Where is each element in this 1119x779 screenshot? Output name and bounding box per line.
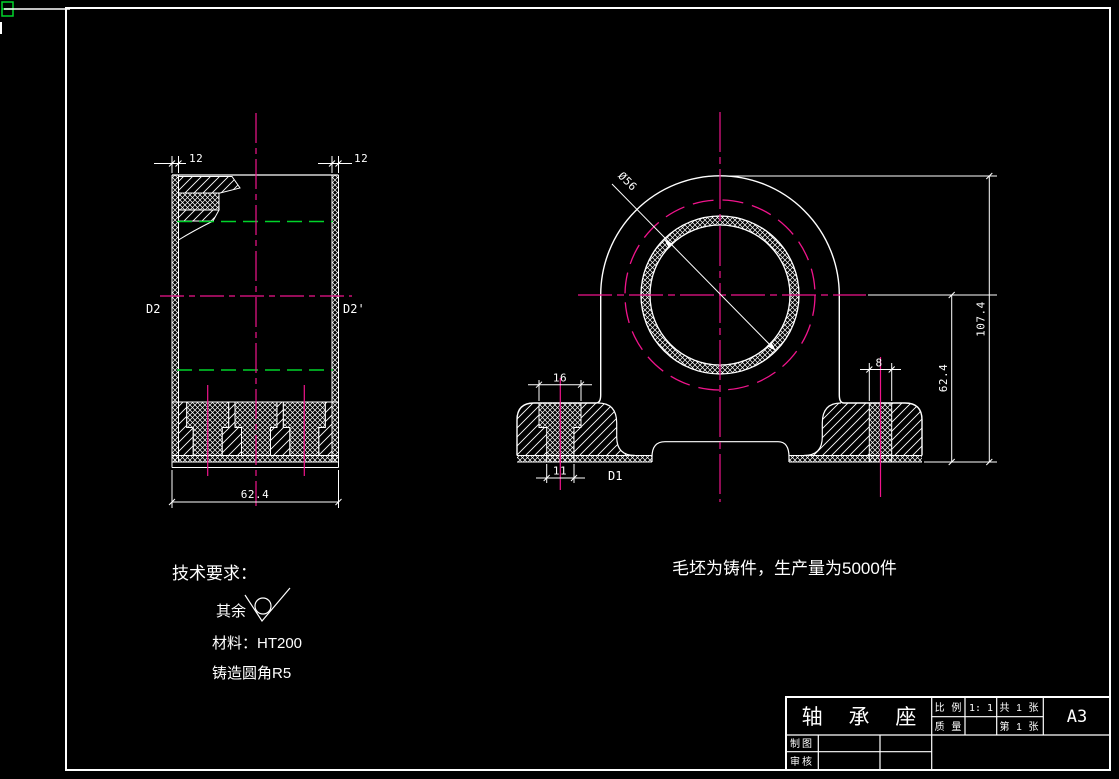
material-note: 材料：HT200: [212, 635, 302, 652]
scale-label: 比 例: [935, 701, 964, 714]
cursor-artifact: [0, 1, 70, 34]
base-edges: [517, 455, 922, 463]
dim-text: 62.4: [241, 488, 270, 501]
title-block: 轴 承 座 比 例 1: 1 共 1 张 质 量 第 1 张 A3 制图 审核: [785, 696, 1111, 771]
base-strip-left-hatch: [517, 455, 652, 462]
sheet-frame: [65, 7, 1111, 771]
part-name: 轴 承 座: [802, 706, 927, 729]
dim-base-hole: 11: [536, 464, 585, 483]
dim-total-height: 107.4: [722, 172, 997, 466]
bore-label-right: D2': [343, 302, 365, 316]
surface-finish-prefix: 其余: [216, 602, 246, 620]
arrowhead: [664, 239, 674, 249]
dim-wall-right: 12: [318, 152, 368, 173]
bore-label-left: D2: [146, 302, 160, 316]
dim-width: 62.4: [168, 470, 342, 508]
left-wall-hatch: [172, 175, 179, 462]
sleeve-mid-hatch: [178, 192, 220, 211]
surface-finish-icon: [244, 587, 291, 623]
dim-center-height: 62.4: [868, 291, 997, 466]
sleeve-section-detail: [178, 176, 241, 241]
dim-text: 12: [354, 152, 368, 165]
dim-text: 62.4: [937, 364, 950, 393]
arrowhead: [766, 341, 776, 351]
drawn-by-label: 制图: [790, 737, 814, 750]
dim-text: 107.4: [975, 301, 988, 337]
sleeve-lower-hatch: [178, 209, 220, 222]
dim-stud-hole: 8: [860, 357, 901, 401]
left-section-view: 12 12 62.4 D2 D2': [146, 113, 368, 508]
title-block-border: [785, 696, 1111, 771]
dim-wall-left: 12: [154, 152, 203, 173]
right-foot-hatch: [804, 403, 922, 456]
title-block-grid: [786, 697, 1110, 770]
paper-size: A3: [1067, 707, 1087, 727]
dim-counterbore: 16: [528, 372, 592, 401]
sleeve-upper-hatch: [178, 176, 241, 194]
base-hole-label: D1: [608, 469, 622, 483]
base-bottom-strip-hatch: [172, 455, 339, 462]
blank-production-note: 毛坯为铸件，生产量为5000件: [672, 559, 897, 578]
right-foot-inner-profile: [803, 402, 842, 457]
front-view: Ø56 16 11 D1 8 62.4 107: [516, 112, 997, 502]
left-foot-inner-profile: [597, 402, 636, 457]
base-strip-right-hatch: [789, 455, 922, 462]
base-bottom-edges: [172, 455, 339, 468]
mass-label: 质 量: [935, 721, 964, 733]
scale-value: 1: 1: [969, 703, 993, 714]
sheet-number: 第 1 张: [999, 720, 1040, 733]
tech-requirements-title: 技术要求：: [172, 564, 257, 583]
dim-text: 11: [553, 465, 567, 478]
dim-text: 16: [553, 372, 567, 385]
wall-edges: [171, 175, 339, 468]
technical-requirements: 技术要求： 其余 材料：HT200 铸造圆角R5: [172, 564, 302, 682]
right-wall-hatch: [332, 175, 339, 462]
total-sheets: 共 1 张: [999, 702, 1040, 714]
dim-text: 8: [875, 357, 882, 370]
base-notch: [651, 441, 790, 462]
cast-fillet-note: 铸造圆角R5: [212, 665, 291, 682]
dim-text: 12: [189, 152, 203, 165]
base-section: [172, 401, 339, 468]
checked-by-label: 审核: [790, 755, 814, 768]
